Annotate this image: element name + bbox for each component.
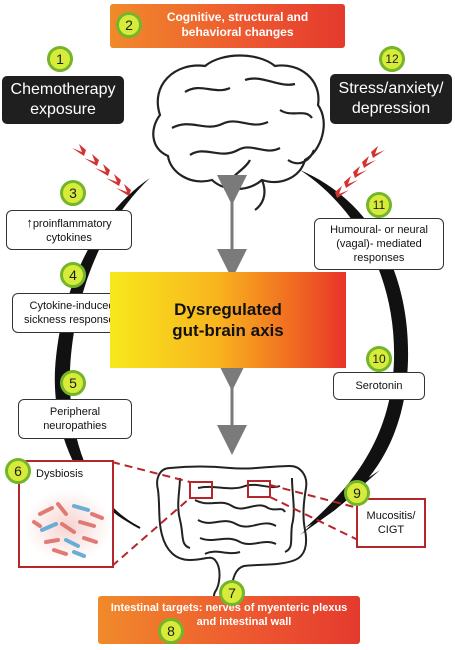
proinflammatory-box: ↑proinflammatory cytokines [6,210,132,250]
chemotherapy-line2: exposure [30,101,96,118]
badge-5: 5 [60,370,86,396]
badge-12: 12 [379,46,405,72]
humoural-line2: (vagal)- mediated [336,238,422,250]
badge-3: 3 [60,180,86,206]
stress-line1: Stress/anxiety/ [338,80,444,97]
left-red-chevrons [72,144,131,196]
sickness-line1: Cytokine-induced [29,300,115,312]
dysregulated-gut-brain-axis: Dysregulated gut-brain axis [110,272,346,368]
neuropathies-line2: neuropathies [43,420,107,432]
badge-10: 10 [366,346,392,372]
neuropathies-line1: Peripheral [49,406,101,418]
humoural-line1: Humoural- or neural [330,224,428,236]
top-banner-line2: behavioral changes [181,25,294,39]
stress-box: Stress/anxiety/ depression [330,74,452,124]
proinflammatory-line1: proinflammatory [32,217,112,230]
zoom-lines [111,461,359,567]
mucositis-line2: CIGT [377,524,405,536]
intestine-target-left [189,481,213,499]
sickness-line2: sickness responses [24,314,120,326]
badge-7: 7 [219,580,245,606]
bacteria-image [24,490,112,562]
stress-line2: depression [351,100,431,117]
proinflammatory-line2: cytokines [46,231,92,244]
bottom-banner: Intestinal targets: nerves of myenteric … [98,596,360,644]
top-banner-line1: Cognitive, structural and [166,10,309,24]
mucositis-line1: Mucositis/ [366,510,416,522]
badge-4: 4 [60,262,86,288]
up-arrow-icon: ↑ [26,214,33,230]
bottom-banner-line2: and intestinal wall [196,616,292,628]
brain-illustration [152,54,325,211]
intestine-target-right [247,480,271,498]
badge-6: 6 [5,458,31,484]
chemotherapy-line1: Chemotherapy [10,81,116,98]
top-banner: Cognitive, structural and behavioral cha… [110,4,345,48]
badge-8: 8 [158,618,184,644]
dysbiosis-label: Dysbiosis [36,468,84,480]
center-line1: Dysregulated [174,300,282,319]
serotonin-box: Serotonin [333,372,425,400]
chemotherapy-box: Chemotherapy exposure [2,76,124,124]
humoural-line3: responses [353,252,405,264]
humoural-box: Humoural- or neural (vagal)- mediated re… [314,218,444,270]
neuropathies-box: Peripheral neuropathies [18,399,132,439]
right-red-chevrons [335,146,385,198]
badge-11: 11 [366,192,392,218]
badge-9: 9 [344,480,370,506]
badge-2: 2 [116,12,142,38]
serotonin-label: Serotonin [355,380,403,392]
mucositis-box: Mucositis/ CIGT [356,498,426,548]
badge-1: 1 [47,46,73,72]
dysbiosis-box: Dysbiosis [18,460,114,568]
bottom-banner-line1: Intestinal targets: nerves of myenteric … [110,602,348,614]
center-line2: gut-brain axis [172,321,284,340]
